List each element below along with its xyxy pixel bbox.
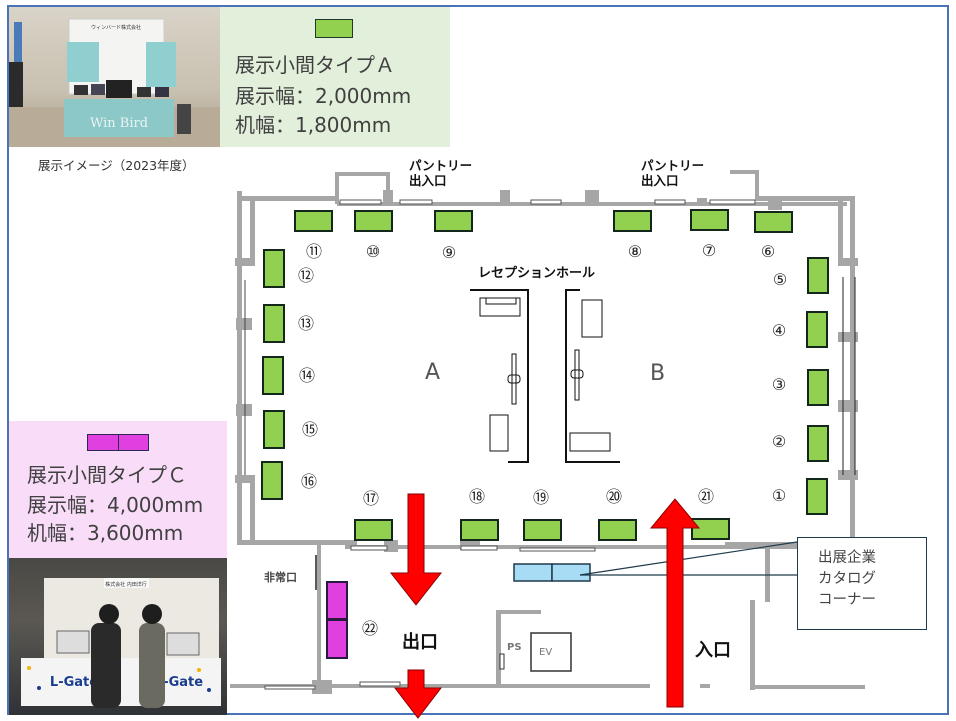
- photo-c-banner-left: L-Gate: [50, 675, 98, 690]
- booth-number-13: ⑬: [297, 314, 314, 333]
- page-frame: [7, 5, 949, 715]
- booth-22: [326, 581, 348, 659]
- reception-hall-label: レセプションホール: [478, 266, 596, 281]
- booth-4: [806, 311, 828, 348]
- booth-number-3: ③: [771, 375, 787, 394]
- booth-21: [691, 518, 730, 540]
- ev-label: EV: [539, 647, 553, 658]
- booth-photo-type-a: Win Bird ウィンバード株式会社: [9, 7, 220, 147]
- entrance-arrow: [649, 498, 701, 708]
- booth-number-21: ㉑: [697, 487, 714, 506]
- booth-12: [263, 249, 285, 288]
- booth-number-22: ㉒: [361, 619, 378, 638]
- legend-c-title: 展示小間タイプＣ: [27, 463, 187, 487]
- reception-partitions: [470, 289, 620, 463]
- booth-number-19: ⑲: [532, 488, 549, 507]
- windows: [244, 199, 856, 690]
- booth-6: [754, 211, 793, 233]
- exit-arrow-lower: [393, 669, 443, 719]
- photo-a-banner: Win Bird: [90, 116, 148, 131]
- legend-a-title: 展示小間タイプＡ: [235, 53, 395, 77]
- legend-a-display-width: 展示幅：2,000mm: [235, 84, 412, 108]
- booth-number-11: ⑪: [305, 242, 322, 261]
- booth-14: [262, 356, 284, 395]
- photo-c-banner-right: L-Gate: [155, 675, 203, 690]
- booth-7: [690, 209, 729, 231]
- exit-arrow-upper: [389, 493, 443, 606]
- booth-16: [261, 461, 283, 500]
- booth-number-5: ⑤: [772, 270, 788, 289]
- booth-5: [807, 257, 829, 294]
- booths-type-a: [261, 209, 829, 541]
- booth-20: [598, 519, 637, 541]
- booth-17: [354, 519, 393, 541]
- booth-number-10: ⑩: [365, 242, 381, 261]
- booth-2: [807, 425, 829, 462]
- legend-a-swatch: [315, 19, 353, 38]
- booth-number-17: ⑰: [362, 489, 379, 508]
- booth-number-6: ⑥: [760, 242, 776, 261]
- exit-arrows: [389, 493, 701, 719]
- booth-13: [263, 304, 285, 343]
- photo-a-sign: ウィンバード株式会社: [91, 24, 141, 31]
- emergency-exit-label: 非常口: [264, 571, 297, 584]
- booth-number-4: ④: [771, 321, 787, 340]
- booth-number-8: ⑧: [627, 242, 643, 261]
- legend-type-c: 展示小間タイプＣ 展示幅：4,000mm 机幅：3,600mm: [9, 421, 227, 558]
- legend-a-desk-width: 机幅：1,800mm: [235, 113, 392, 137]
- booth-number-16: ⑯: [300, 472, 317, 491]
- booth-number-2: ②: [771, 432, 787, 451]
- booth-9: [434, 210, 473, 232]
- room-a-label: A: [425, 360, 441, 385]
- legend-type-a: 展示小間タイプＡ 展示幅：2,000mm 机幅：1,800mm: [220, 7, 450, 147]
- walls: [230, 170, 865, 694]
- booth-number-20: ⑳: [605, 487, 622, 506]
- elevator-area: [499, 632, 572, 672]
- booth-photo-type-c: 株式会社 内田洋行 L-Gate L-Gate: [9, 558, 227, 715]
- legend-c-swatch: [87, 434, 149, 451]
- ps-label: PS: [507, 642, 522, 653]
- booth-photo-c-illustration: 株式会社 内田洋行 L-Gate L-Gate: [21, 578, 221, 708]
- exit-label: 出口: [402, 632, 438, 653]
- booth-number-7: ⑦: [701, 241, 717, 260]
- booth-18: [460, 519, 499, 541]
- booth-photo-a-illustration: Win Bird ウィンバード株式会社: [9, 18, 220, 147]
- photo-caption: 展示イメージ（2023年度）: [38, 158, 195, 173]
- booth-10: [354, 210, 393, 232]
- booth-number-1: ①: [771, 486, 787, 505]
- booth-number-12: ⑫: [297, 266, 314, 285]
- booth-number-18: ⑱: [468, 487, 485, 506]
- legend-c-display-width: 展示幅：4,000mm: [27, 493, 204, 517]
- legend-c-desk-width: 机幅：3,600mm: [27, 521, 184, 545]
- booth-number-9: ⑨: [441, 243, 457, 262]
- booth-3: [807, 369, 829, 406]
- entrance-label: 入口: [695, 640, 731, 661]
- photo-c-sign: 株式会社 内田洋行: [105, 581, 147, 588]
- catalog-corner-callout: 出展企業 カタログ コーナー: [797, 537, 927, 630]
- pantry-entrance-left: パントリー出入口: [409, 158, 473, 188]
- booth-8: [613, 210, 652, 232]
- room-b-label: B: [650, 361, 666, 386]
- booth-number-14: ⑭: [298, 366, 315, 385]
- catalog-corner: [513, 541, 798, 582]
- booth-15: [263, 410, 285, 449]
- booth-19: [523, 519, 562, 541]
- booth-11: [294, 210, 333, 232]
- pantry-entrance-right: パントリー出入口: [641, 158, 705, 188]
- booth-1: [806, 478, 828, 515]
- booth-number-15: ⑮: [301, 420, 318, 439]
